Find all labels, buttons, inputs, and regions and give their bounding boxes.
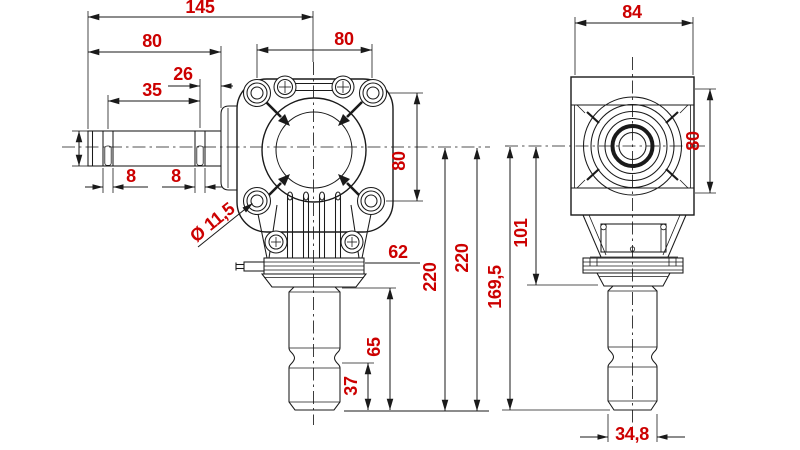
dim-body-width: 84 — [622, 2, 642, 22]
bore-circle-outer — [261, 97, 367, 203]
gearbox-body — [220, 75, 394, 259]
side-view-dimensions: 84 80 101 169,5 34,8 — [485, 2, 716, 444]
dim-shaft-width: 34,8 — [615, 424, 649, 444]
dim-center-to-flange: 101 — [511, 218, 531, 247]
dim-groove1-width: 8 — [126, 166, 136, 186]
side-view — [505, 57, 705, 428]
dim-groove-to-body: 26 — [173, 64, 193, 84]
dim-side-bolt-spacing: 80 — [389, 151, 409, 171]
dim-height-b: 220 — [452, 243, 472, 272]
top-bolts — [273, 75, 355, 99]
input-shaft — [72, 130, 223, 167]
dim-body-height: 80 — [683, 131, 703, 151]
corner-wedges — [586, 111, 679, 181]
dim-shaft-length: 65 — [364, 337, 384, 357]
mounting-bracket — [582, 214, 687, 258]
side-flange — [582, 257, 684, 287]
dim-total-width: 145 — [185, 0, 214, 17]
dim-center-to-groove: 169,5 — [485, 265, 505, 309]
dim-groove2-width: 8 — [171, 166, 181, 186]
dim-top-bolt-spacing: 80 — [334, 29, 354, 49]
dim-shaft-end-to-body: 80 — [142, 31, 162, 51]
corner-bolts — [242, 78, 388, 216]
dim-bolt-hole-dia: Ø 11,5 — [186, 198, 239, 246]
front-view — [62, 62, 490, 425]
dim-groove-to-tip: 37 — [341, 376, 361, 396]
bore-circle-inner — [275, 111, 353, 189]
grease-nipple — [235, 261, 265, 272]
output-shaft — [288, 286, 341, 411]
dim-flange-offset: 62 — [388, 242, 408, 262]
dim-groove-spacing: 35 — [142, 80, 162, 100]
lower-screws — [264, 230, 364, 254]
dim-height-a: 220 — [420, 262, 440, 291]
output-flange — [235, 257, 368, 288]
